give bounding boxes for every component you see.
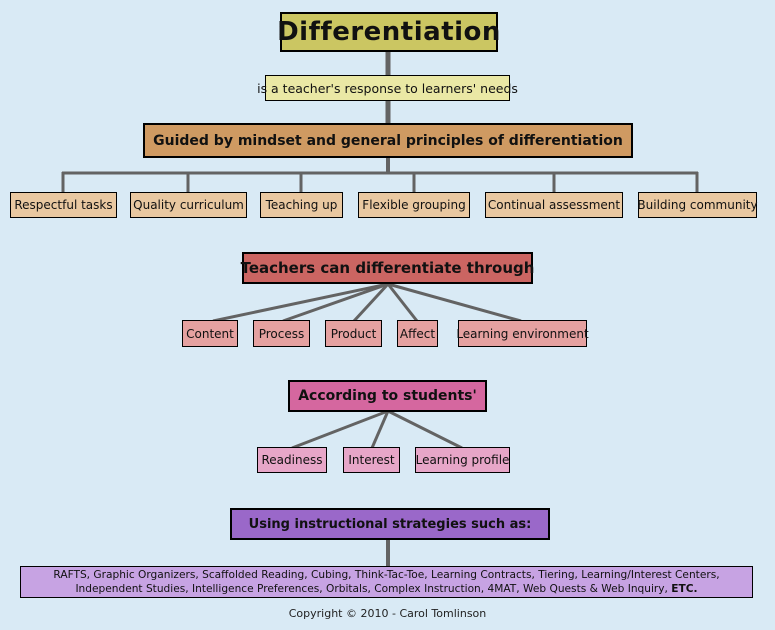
node-flexible-grouping: Flexible grouping	[358, 192, 470, 218]
node-learning-environment: Learning environment	[456, 320, 589, 347]
strategies-line-2: Independent Studies, Intelligence Prefer…	[75, 583, 698, 595]
node-strategies-list: RAFTS, Graphic Organizers, Scaffolded Re…	[20, 566, 753, 598]
node-affect: Affect	[397, 320, 438, 347]
strategies-etc: ETC.	[671, 583, 698, 595]
node-product: Product	[325, 320, 382, 347]
node-respectful-tasks: Respectful tasks	[10, 192, 117, 218]
node-teaching-up: Teaching up	[260, 192, 343, 218]
node-building-community: Building community	[637, 192, 758, 218]
node-continual-assessment: Continual assessment	[485, 192, 623, 218]
node-guided-by-mindset: Guided by mindset and general principles…	[143, 123, 633, 158]
node-differentiation-title: Differentiation	[277, 12, 500, 52]
strategies-line-1: RAFTS, Graphic Organizers, Scaffolded Re…	[53, 568, 720, 581]
node-readiness: Readiness	[257, 447, 327, 473]
copyright-text: Copyright © 2010 - Carol Tomlinson	[288, 607, 487, 620]
node-using-strategies: Using instructional strategies such as:	[230, 508, 550, 540]
node-process: Process	[253, 320, 310, 347]
node-according-to-students: According to students'	[288, 380, 487, 412]
node-learning-profile: Learning profile	[415, 447, 510, 473]
node-teachers-can-differentiate: Teachers can differentiate through	[241, 252, 534, 284]
node-quality-curriculum: Quality curriculum	[130, 192, 247, 218]
node-teacher-response: is a teacher's response to learners' nee…	[257, 75, 518, 101]
node-interest: Interest	[343, 447, 400, 473]
node-content: Content	[182, 320, 238, 347]
